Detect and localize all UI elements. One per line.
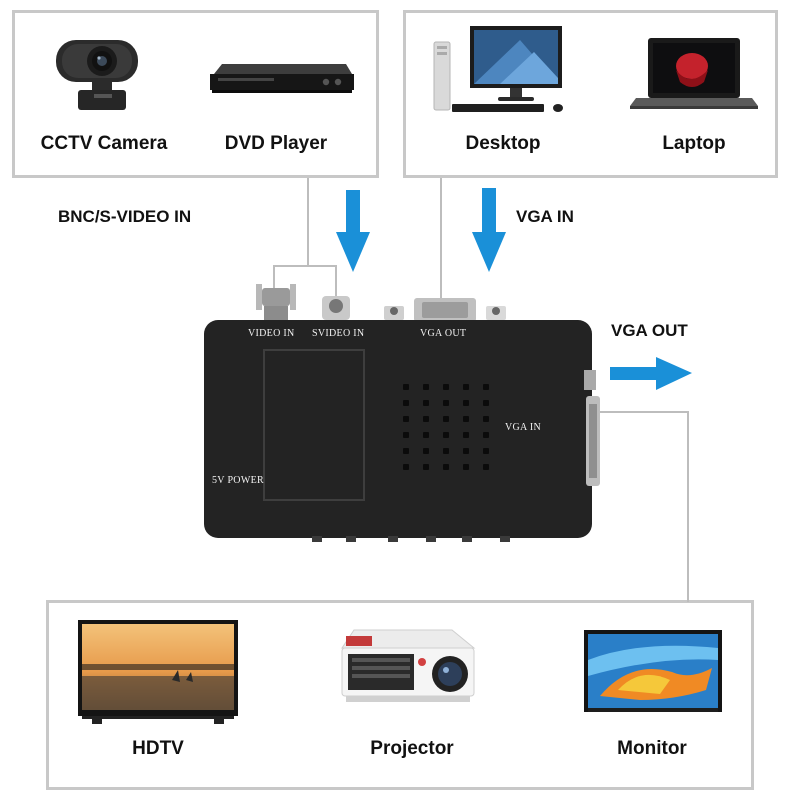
bottom-buttons <box>312 536 510 542</box>
output-label-hdtv: HDTV <box>132 738 184 759</box>
vent-grille <box>403 384 489 470</box>
vga-out-connector-icon <box>414 298 476 322</box>
front-panel-outline <box>263 349 365 501</box>
port-label-5v-power: 5V POWER <box>212 475 264 486</box>
arrow-down-bnc-icon <box>336 190 370 272</box>
output-label-monitor: Monitor <box>617 738 687 759</box>
source-label-cctv-camera: CCTV Camera <box>40 133 168 154</box>
rca-jack-left-icon <box>384 306 404 320</box>
svideo-connector-icon <box>322 296 350 320</box>
source-label-laptop: Laptop <box>662 133 726 154</box>
source-box-left <box>12 10 379 178</box>
signal-label-vga-out: VGA OUT <box>611 321 688 340</box>
signal-label-bnc-svideo-in: BNC/S-VIDEO IN <box>58 207 192 226</box>
bnc-connector-icon <box>256 284 296 320</box>
source-label-desktop: Desktop <box>465 133 541 154</box>
connector-line-svideo <box>308 265 337 296</box>
source-label-dvd-player: DVD Player <box>224 133 328 154</box>
rca-jack-right-icon <box>486 306 506 320</box>
output-label-projector: Projector <box>370 738 454 759</box>
port-label-video-in: VIDEO IN <box>248 328 295 339</box>
arrow-down-vga-icon <box>472 188 506 272</box>
port-label-vga-in: VGA IN <box>505 422 541 433</box>
port-label-svideo-in: SVIDEO IN <box>312 328 365 339</box>
side-vga-connector-icon <box>584 370 600 486</box>
arrow-right-vga-out-icon <box>610 357 692 390</box>
port-label-vga-out: VGA OUT <box>420 328 467 339</box>
connector-line-vga-out <box>598 411 689 602</box>
signal-label-vga-in: VGA IN <box>516 207 574 226</box>
connector-line-bnc <box>273 178 309 290</box>
converter-body <box>204 320 592 538</box>
